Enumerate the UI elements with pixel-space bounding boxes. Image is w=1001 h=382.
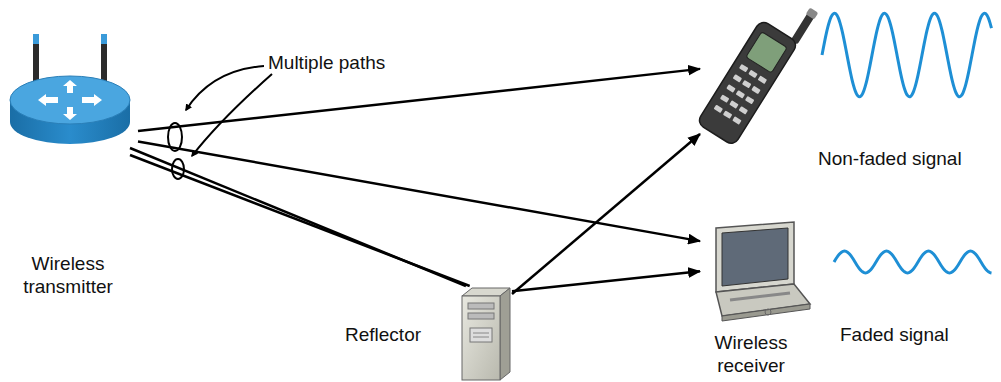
device-label: Faded signal [840, 324, 949, 347]
callout-label: Multiple paths [268, 52, 385, 75]
server-icon [462, 288, 510, 380]
signal-wave [822, 13, 992, 273]
signal-path [512, 271, 700, 291]
phone-node: Non-faded signal [700, 2, 800, 150]
signal-path [138, 69, 700, 131]
laptop-icon [716, 222, 810, 321]
reflector-node: Reflector [458, 286, 512, 381]
receiver-node: Wireless receiverFaded signal [700, 218, 812, 324]
router-icon [10, 34, 130, 144]
faded-wave [834, 251, 992, 273]
device-label: Wireless transmitter [3, 253, 133, 299]
device-label: Wireless receiver [692, 332, 810, 378]
signal-path [512, 134, 700, 294]
device-label: Reflector [345, 324, 421, 347]
non-faded-wave [822, 13, 992, 97]
signal-path [130, 155, 470, 286]
transmitter-node: Wireless transmitter [8, 25, 138, 143]
phone-icon [696, 0, 818, 147]
device-label: Non-faded signal [818, 148, 962, 171]
